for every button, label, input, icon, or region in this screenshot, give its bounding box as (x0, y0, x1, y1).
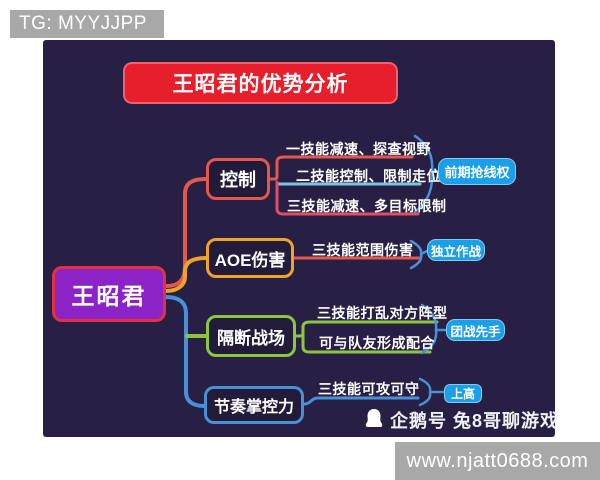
branch-node-tempo: 节奏掌控力 (204, 386, 304, 424)
skill-item: 三技能打乱对方阵型 (317, 305, 448, 321)
page-title: 王昭君的优势分析 (123, 62, 398, 104)
branch-node-cutoff: 隔断战场 (206, 315, 296, 357)
skill-item: 三技能范围伤害 (312, 242, 414, 258)
watermark-website: www.njatt0688.com (395, 442, 600, 480)
footer-credit: 企鹅号 兔8哥聊游戏 (364, 407, 559, 433)
watermark-telegram: TG: MYYJJPP (10, 10, 164, 38)
result-pill-push-highground: 上高 (444, 384, 482, 403)
skill-item: 一技能减速、探查视野 (286, 141, 431, 157)
skill-item: 三技能减速、多目标限制 (287, 198, 447, 214)
penguin-icon (365, 409, 383, 430)
skill-item: 三技能可攻可守 (318, 381, 420, 397)
footer-credit-text: 企鹅号 兔8哥聊游戏 (390, 411, 560, 431)
result-pill-teamfight-initiative: 团战先手 (446, 319, 505, 341)
branch-node-control: 控制 (206, 158, 270, 200)
result-pill-lane-priority: 前期抢线权 (438, 158, 516, 185)
skill-item: 可与队友形成配合 (319, 335, 435, 351)
branch-node-aoe: AOE伤害 (206, 238, 294, 278)
result-pill-solo-combat: 独立作战 (427, 239, 485, 261)
mindmap-panel (43, 40, 555, 437)
skill-item: 二技能控制、限制走位 (296, 168, 441, 184)
root-node: 王昭君 (52, 266, 166, 322)
